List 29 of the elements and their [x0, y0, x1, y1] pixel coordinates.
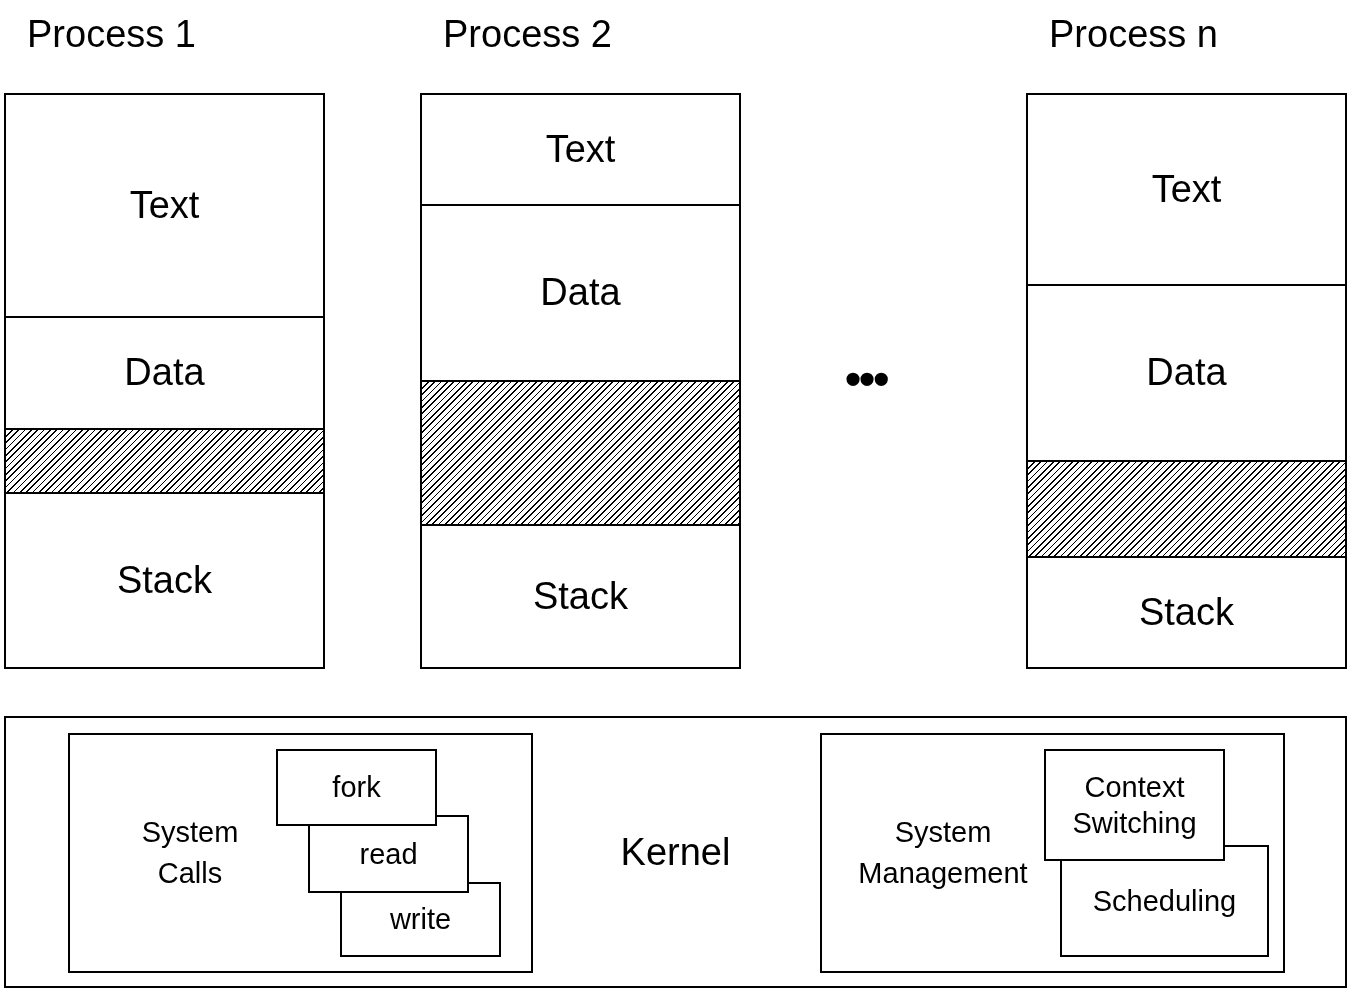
segment-label: Text: [1151, 168, 1222, 211]
ellipsis-label: •••: [845, 352, 888, 406]
column-heading: Process 2: [443, 13, 612, 56]
segment-label: Stack: [532, 574, 628, 618]
card-label: read: [359, 836, 418, 872]
segment-label: Stack: [1138, 590, 1234, 634]
card-label: Context Switching: [1071, 769, 1198, 841]
module-label: System Management: [857, 815, 1029, 891]
hatched-region: [6, 429, 323, 494]
card-label: Scheduling: [1092, 883, 1237, 919]
card-label: fork: [332, 770, 381, 806]
kernel-label: Kernel: [620, 830, 731, 874]
column-heading: Process 1: [27, 13, 196, 56]
segment-label: Text: [129, 184, 200, 227]
segment-label: Data: [124, 351, 205, 394]
call-card: [276, 749, 437, 826]
hatched-region: [422, 381, 739, 526]
hatched-region: [1028, 461, 1345, 558]
module-label: System Calls: [140, 815, 240, 891]
module-box: [68, 733, 533, 973]
segment-label: Data: [540, 271, 621, 314]
segment-label: Stack: [116, 558, 212, 602]
segment-label: Text: [545, 128, 616, 171]
segment-label: Data: [1146, 351, 1227, 394]
function-card: [1044, 749, 1225, 861]
kernel-panel: [4, 716, 1347, 988]
card-label: write: [389, 902, 452, 938]
module-box: [820, 733, 1285, 973]
column-heading: Process n: [1049, 13, 1218, 56]
